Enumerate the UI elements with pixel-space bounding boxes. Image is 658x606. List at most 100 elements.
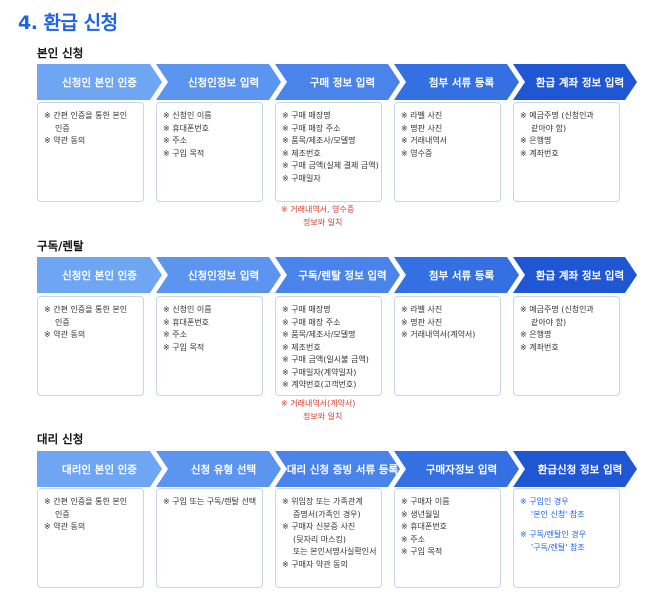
detail-item: ※ 명판 사진 [401,123,443,133]
step-detail-card: ※ 라벨 사진※ 명판 사진※ 거래내역서※ 영수증 [394,102,501,202]
detail-item: ※ 명판 사진 [401,317,443,327]
process-step: 신청인정보 입력 [156,257,281,293]
detail-item: ※ 약관 동의 [44,330,86,339]
detail-item: ※ 약관 동의 [44,522,86,531]
detail-item: ※ 구입 목적 [163,148,205,158]
process-step: 대리인 본인 인증 [37,451,162,487]
process-step: 구매자정보 입력 [394,451,519,487]
detail-item: ※ 신청인 이름 [163,305,212,314]
detail-item: ※ 구매 매장 주소 [282,123,341,133]
detail-item: ※ 구매 금액(일시불 금액) [282,355,369,364]
detail-item: ※ 거래내역서(계약서) [401,330,476,339]
detail-item: ※ 간편 인증을 통한 본인 [44,111,128,120]
process-step: 신청인 본인 인증 [37,64,162,100]
process-step: 신청 유형 선택 [156,451,281,487]
matching-note: ※ 거래내역서(계약서)정보와 일치 [281,399,356,421]
detail-item: ※ 구매자 약관 동의 [282,559,348,569]
process-step: 환급신청 정보 입력 [513,451,637,487]
detail-item: ※ 제조번호 [282,148,321,158]
step-detail-card: ※ 구매 매장명 ※ 구매 매장 주소 ※ 품목/제조사/모델명 ※ 제조번호 ※ 구매… [275,296,382,396]
detail-item: ※ 신청인 이름 [163,111,212,120]
detail-item: 인증 [55,509,70,519]
detail-item: ※ 제조번호 [282,342,321,352]
detail-item: ※ 예금주명 (신청인과 [520,305,594,314]
detail-item: ※ 라벨 사진 [401,305,443,314]
detail-item: ※ 주소 [163,136,187,145]
detail-item: ※ 주소 [163,330,187,339]
process-step: 환급 계좌 정보 입력 [513,64,637,100]
detail-item: ※ 구입 목적 [163,342,205,352]
detail-item: ※ 구매자 신분증 사진 [282,522,356,531]
process-step: 신청인 본인 인증 [37,257,162,293]
step-detail-card: ※ 라벨 사진 ※ 명판 사진 ※ 거래내역서(계약서) [394,296,501,396]
detail-item: ※ 구입 또는 구독/렌탈 선택 [163,497,257,506]
process-step: 구독/렌탈 정보 입력 [275,257,400,293]
detail-item: ※ 예금주명 (신청인과 [520,111,594,120]
detail-item: ※ 주소 [401,534,425,544]
detail-item: ※ 간편 인증을 통한 본인 [44,497,128,506]
step-detail-card: ※ 신청인 이름 ※ 휴대폰번호 ※ 주소 ※ 구입 목적 [156,102,263,202]
detail-item: ※ 계좌번호 [520,148,559,158]
section-title: 본인 신청 [37,46,84,60]
detail-item: ※ 휴대폰번호 [163,123,210,133]
section-title: 구독/렌탈 [37,239,84,253]
page-title: 4. 환급 신청 [18,12,118,34]
step-detail-card: ※ 구매자 이름 ※ 생년월일 ※ 휴대폰번호 ※ 주소 ※ 구입 목적 [394,488,501,588]
detail-item: ※ 휴대폰번호 [163,317,210,327]
detail-item: ※ 구매 매장 주소 [282,317,341,327]
detail-item: ※ 구매자 이름 [401,497,450,506]
detail-item: ※ 은행명 [520,136,552,145]
detail-item: '구독/렌탈' 참조 [531,542,585,552]
detail-item: ※ 구매일자(계약일자) [282,367,357,377]
detail-item: ※ 계약번호(고객번호) [282,380,357,389]
detail-item: ※ 생년월일 [401,509,440,519]
detail-item: ※ 약관 동의 [44,136,86,145]
detail-item: ※ 구매 금액(실제 결제 금액) [282,161,379,170]
detail-item: ※ 간편 인증을 통한 본인 [44,305,128,314]
detail-item: ※ 구입인 경우 [520,497,569,506]
detail-item: 인증 [55,123,70,133]
section-title: 대리 신청 [37,432,84,446]
detail-item: ※ 휴대폰번호 [401,522,448,531]
step-detail-card: ※ 구입인 경우 '본인 신청' 참조 ※ 구독/렌탈인 경우 '구독/렌탈' 참조 [513,488,620,588]
detail-item: ※ 은행명 [520,330,552,339]
detail-item: (뒷자리 마스킹) [293,534,346,544]
detail-item: 인증 [55,317,70,327]
detail-item: ※ 품목/제조사/모델명 [282,330,356,339]
detail-item: 같아야 함) [531,123,567,133]
detail-item: ※ 거래내역서 [401,136,448,145]
step-detail-card: ※ 구매 매장명 ※ 구매 매장 주소 ※ 품목/제조사/모델명 ※ 제조번호 ※ 구매… [275,102,382,202]
step-detail-card: ※ 신청인 이름 ※ 휴대폰번호 ※ 주소 ※ 구입 목적 [156,296,263,396]
detail-item: ※ 구입 목적 [401,547,443,556]
detail-item [520,521,613,529]
process-step: 대리 신청 증빙 서류 등록 [275,451,400,487]
detail-item: ※ 품목/제조사/모델명 [282,136,356,145]
detail-item: ※ 라벨 사진 [401,111,443,120]
process-step: 신청인정보 입력 [156,64,281,100]
detail-item: ※ 구매일자 [282,173,321,183]
detail-item: 같아야 함) [531,317,567,327]
detail-item: ※ 구독/렌탈인 경우 [520,530,587,539]
step-detail-card: ※ 구입 또는 구독/렌탈 선택 [156,488,263,588]
process-step: 첨부 서류 등록 [394,257,519,293]
detail-item: 또는 본인서명사실확인서 [293,547,377,556]
detail-item: ※ 위임장 또는 가족관계 [282,497,363,506]
detail-item: ※ 구매 매장명 [282,305,331,314]
detail-item: ※ 구매 매장명 [282,111,331,120]
process-step: 첨부 서류 등록 [394,64,519,100]
detail-item: '본인 신청' 참조 [531,509,585,519]
detail-item: 증명서(가족인 경우) [293,509,361,519]
detail-item: ※ 계좌번호 [520,342,559,352]
process-step: 환급 계좌 정보 입력 [513,257,637,293]
process-step: 구매 정보 입력 [275,64,400,100]
